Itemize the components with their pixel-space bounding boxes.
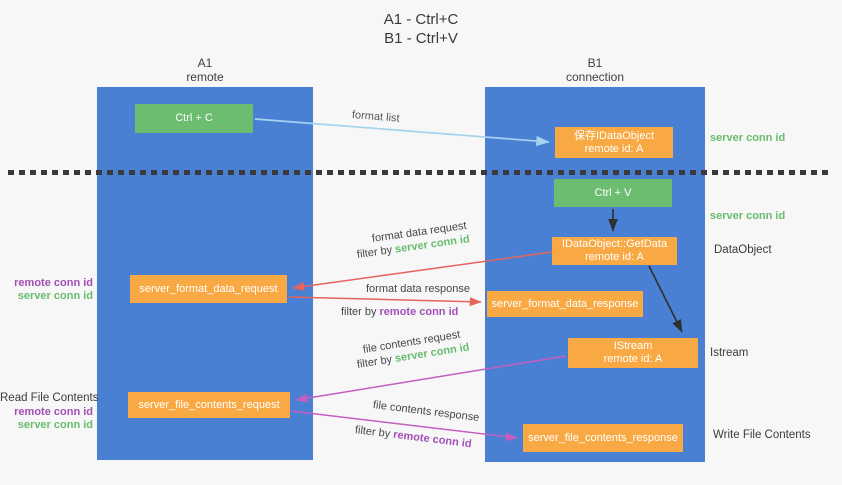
node-istream-line2: remote id: A xyxy=(603,353,663,365)
node-getdata: IDataObject::GetData remote id: A xyxy=(552,237,677,265)
node-getdata-line2: remote id: A xyxy=(585,251,644,263)
node-istream: IStream remote id: A xyxy=(568,338,698,368)
node-server-format-data-request-label: server_format_data_request xyxy=(139,282,278,295)
node-getdata-line1: IDataObject::GetData xyxy=(561,238,668,250)
label-format-data-response-filter: filter by remote conn id xyxy=(341,306,458,318)
node-server-format-data-response-label: server_format_data_response xyxy=(491,297,639,310)
node-server-file-contents-response-label: server_file_contents_response xyxy=(528,431,678,444)
node-ctrl-v-label: Ctrl + V xyxy=(594,186,632,199)
diagram-title: A1 - Ctrl+C B1 - Ctrl+V xyxy=(0,10,842,48)
filter-key-remote-conn-id: remote conn id xyxy=(392,428,473,451)
node-server-file-contents-request: server_file_contents_request xyxy=(128,392,290,418)
arrow-format-data-response xyxy=(288,296,482,307)
left-annotation-server-conn-id: server conn id xyxy=(17,290,93,302)
left-annotation-read-file-contents: Read File Contents xyxy=(0,392,99,404)
lane-right-name: B1 xyxy=(587,56,603,70)
node-save-dataobject-line2: remote id: A xyxy=(584,142,644,155)
node-server-format-data-response: server_format_data_response xyxy=(487,291,643,317)
node-ctrl-c: Ctrl + C xyxy=(135,104,253,133)
label-file-contents-response: file contents response xyxy=(372,399,480,424)
filter-by-prefix: filter by xyxy=(356,243,396,261)
right-annotation-dataobject: DataObject xyxy=(714,244,772,256)
node-server-format-data-request: server_format_data_request xyxy=(130,275,287,303)
left-annotation-remote-conn-id: remote conn id xyxy=(14,277,93,289)
node-istream-line1: IStream xyxy=(613,340,653,352)
right-annotation-server-conn-id-2: server conn id xyxy=(710,210,786,222)
label-file-contents-response-filter: filter by remote conn id xyxy=(354,424,472,450)
node-save-dataobject-line1: 保存IDataObject xyxy=(573,129,655,142)
right-annotation-server-conn-id: server conn id xyxy=(710,132,786,144)
left-annotation-remote-conn-id-2: remote conn id xyxy=(14,406,93,418)
filter-by-prefix: filter by xyxy=(341,306,380,318)
lane-left-name: A1 xyxy=(197,56,213,70)
node-ctrl-v: Ctrl + V xyxy=(554,179,672,207)
lane-left-role: remote xyxy=(186,70,224,84)
label-format-data-response: format data response xyxy=(366,283,470,295)
title-line-2: B1 - Ctrl+V xyxy=(384,30,458,47)
lane-right-role: connection xyxy=(565,70,625,84)
lane-header-left: A1 remote xyxy=(145,56,265,84)
lane-header-right: B1 connection xyxy=(535,56,655,84)
label-format-list: format list xyxy=(351,109,401,125)
clipboard-boundary-dotted-line xyxy=(8,170,828,175)
title-line-1: A1 - Ctrl+C xyxy=(383,11,459,28)
right-annotation-istream: Istream xyxy=(710,347,749,359)
node-ctrl-c-label: Ctrl + C xyxy=(175,112,213,124)
filter-key-remote-conn-id: remote conn id xyxy=(379,306,459,318)
node-server-file-contents-response: server_file_contents_response xyxy=(523,424,683,452)
filter-by-prefix: filter by xyxy=(354,424,394,441)
filter-by-prefix: filter by xyxy=(356,353,396,371)
right-annotation-write-file-contents: Write File Contents xyxy=(713,429,811,441)
node-server-file-contents-request-label: server_file_contents_request xyxy=(138,398,280,411)
node-save-dataobject: 保存IDataObject remote id: A xyxy=(555,127,673,158)
left-annotation-server-conn-id-2: server conn id xyxy=(17,419,93,431)
